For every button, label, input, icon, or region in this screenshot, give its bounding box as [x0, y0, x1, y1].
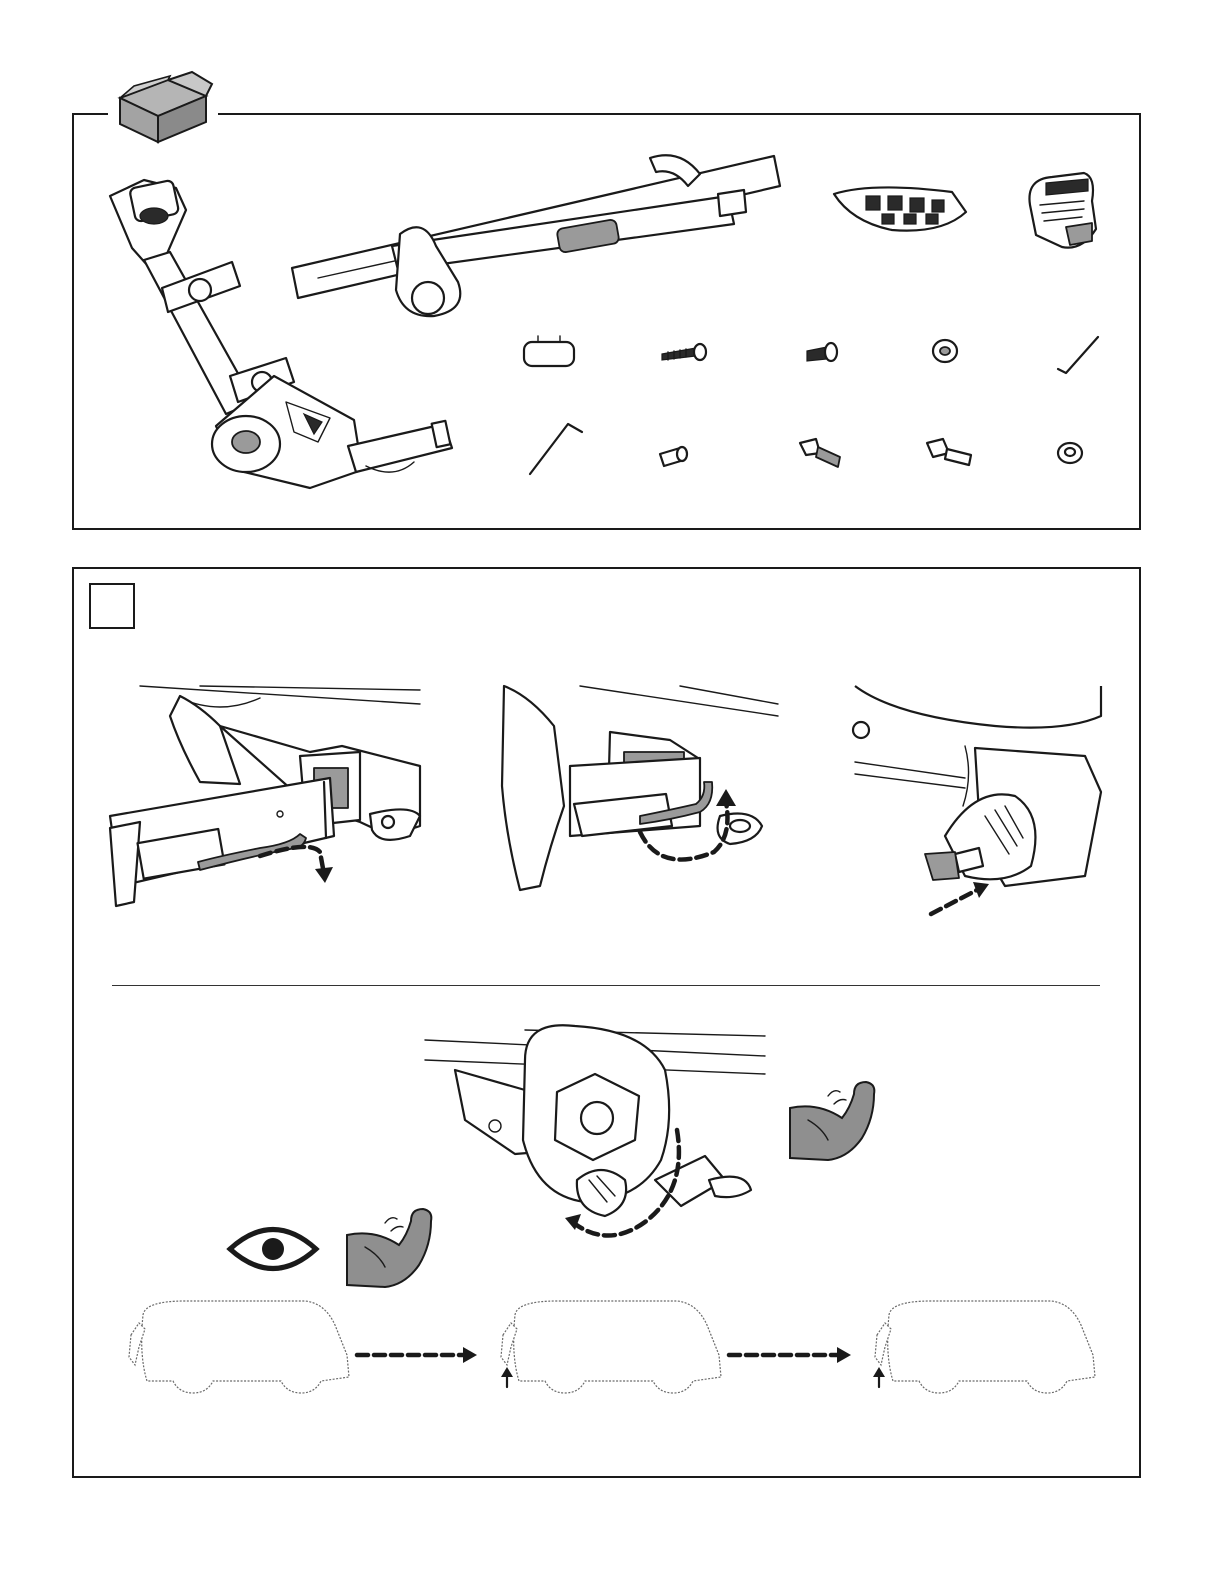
- up-arrow-icon: [873, 1367, 885, 1387]
- open-box-icon: [108, 66, 218, 148]
- hitch-bar-assembly: [288, 150, 788, 330]
- strength-arm-icon: [788, 1078, 883, 1168]
- nylon-washer: [1055, 440, 1085, 466]
- vehicle-silhouette: [875, 1301, 1095, 1393]
- vehicle-silhouette: [129, 1301, 349, 1393]
- insert-hitch-pin-down: [110, 686, 425, 916]
- small-hex-key: [1054, 333, 1104, 375]
- vehicle-silhouette: [501, 1301, 721, 1393]
- long-bolt: [660, 340, 710, 364]
- check-vehicle-sequence: [125, 1295, 1110, 1400]
- wheel-tray: [832, 178, 972, 238]
- strength-arm-icon: [345, 1205, 440, 1295]
- washer: [930, 337, 960, 365]
- insert-lock-key: [855, 686, 1105, 926]
- step-number-box: [89, 583, 135, 629]
- ratchet-strap: [1022, 165, 1106, 255]
- key: [798, 437, 844, 471]
- rotate-lock-knob: [425, 1030, 770, 1250]
- inspect-eye-icon: [228, 1222, 318, 1276]
- lock-cylinder: [658, 444, 690, 468]
- step-divider: [112, 985, 1100, 986]
- key: [925, 437, 975, 471]
- end-cap: [520, 334, 580, 370]
- large-hex-key: [524, 418, 588, 478]
- up-arrow-icon: [501, 1367, 513, 1387]
- short-bolt: [805, 339, 841, 365]
- hitch-pin-through-receiver: [500, 686, 785, 896]
